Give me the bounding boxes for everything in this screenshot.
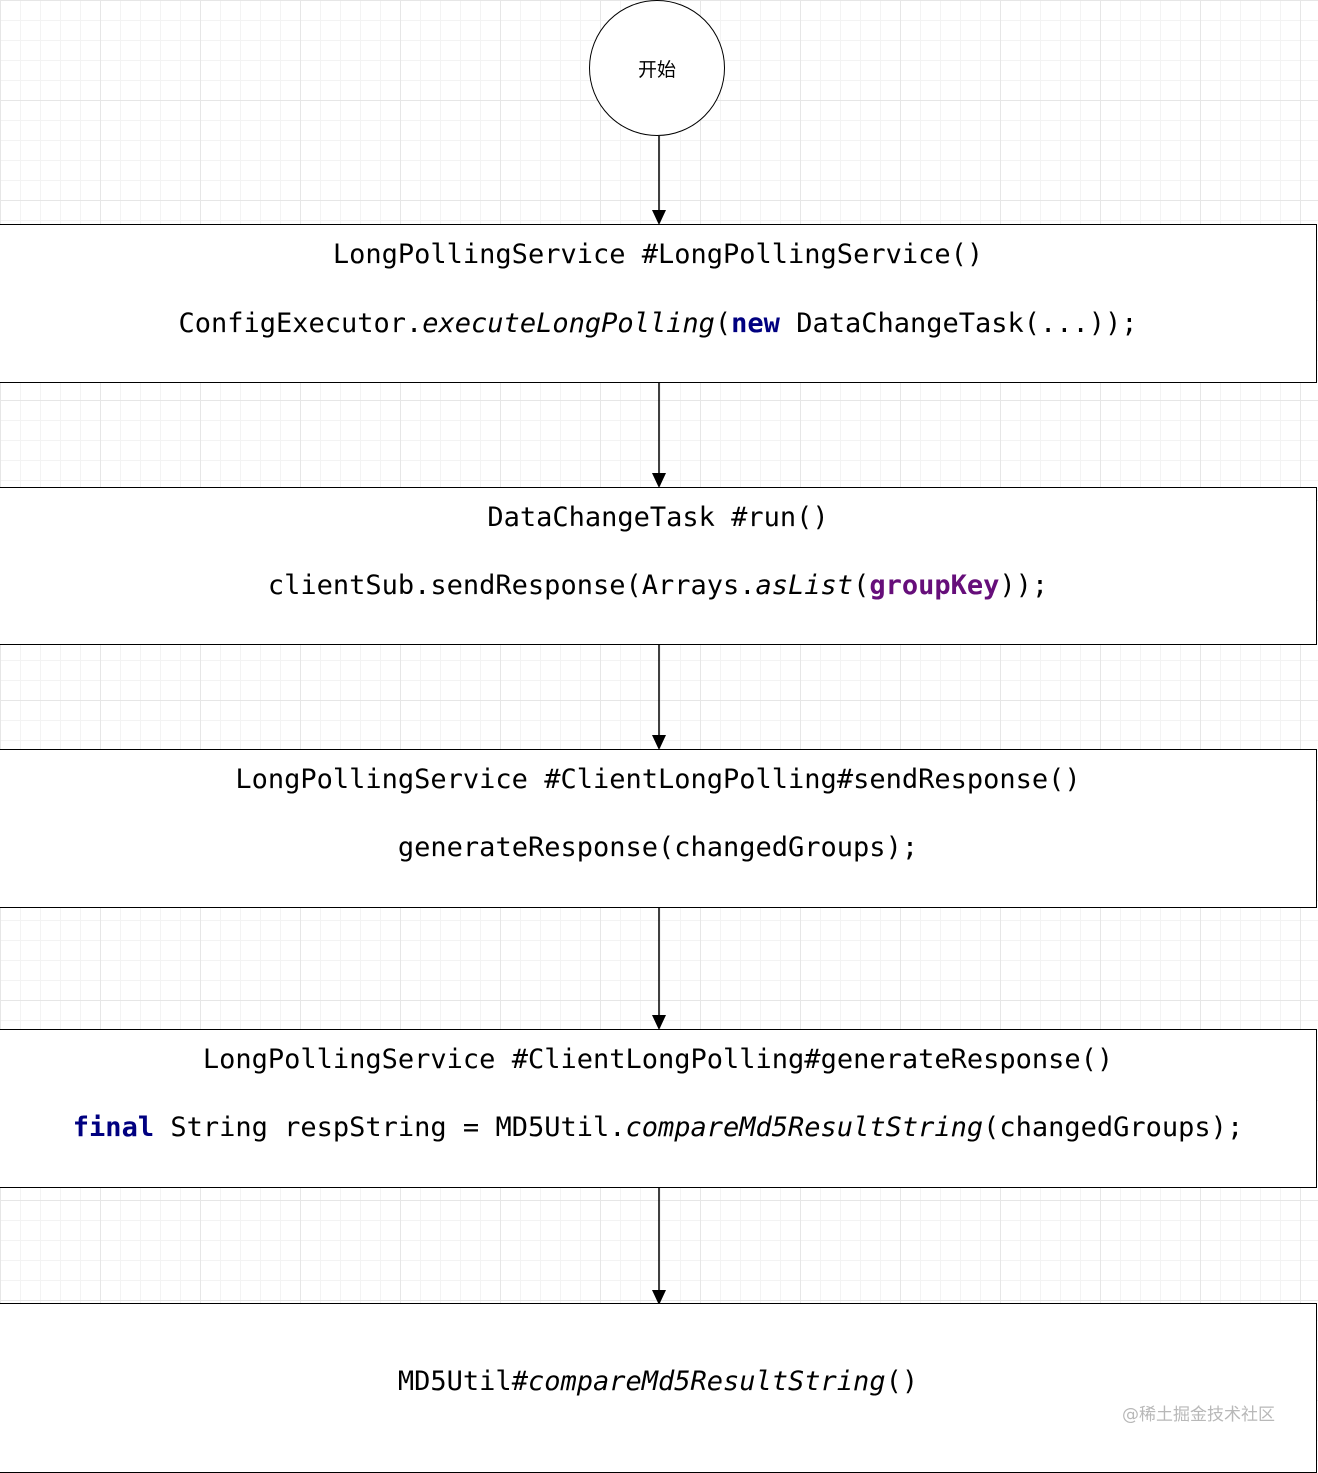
step-2-title: DataChangeTask #run() (487, 502, 829, 533)
step-box-1: LongPollingService #LongPollingService()… (0, 224, 1317, 383)
flow-arrow-5 (652, 1188, 666, 1305)
step-2-code: clientSub.sendResponse(Arrays.asList(gro… (267, 570, 1049, 601)
flow-arrow-4 (652, 908, 666, 1030)
start-label: 开始 (637, 58, 676, 81)
step-3-title: LongPollingService #ClientLongPolling#se… (235, 764, 1081, 795)
start-node: 开始 (589, 0, 725, 136)
step-box-3: LongPollingService #ClientLongPolling#se… (0, 749, 1317, 908)
step-3-code: generateResponse(changedGroups); (397, 832, 919, 863)
step-1-title: LongPollingService #LongPollingService() (332, 239, 984, 270)
step-5-title: MD5Util#compareMd5ResultString() (397, 1366, 919, 1397)
step-4-title: LongPollingService #ClientLongPolling#ge… (202, 1044, 1114, 1075)
flow-arrow-2 (652, 383, 666, 488)
step-box-2: DataChangeTask #run() clientSub.sendResp… (0, 487, 1317, 645)
step-box-5: MD5Util#compareMd5ResultString() (0, 1303, 1317, 1473)
step-1-code: ConfigExecutor.executeLongPolling(new Da… (178, 308, 1138, 339)
watermark: @稀土掘金技术社区 (1122, 1405, 1275, 1425)
flow-arrow-1 (652, 136, 666, 225)
flow-arrow-3 (652, 645, 666, 750)
step-4-code: final String respString = MD5Util.compar… (72, 1112, 1244, 1143)
step-box-4: LongPollingService #ClientLongPolling#ge… (0, 1029, 1317, 1188)
